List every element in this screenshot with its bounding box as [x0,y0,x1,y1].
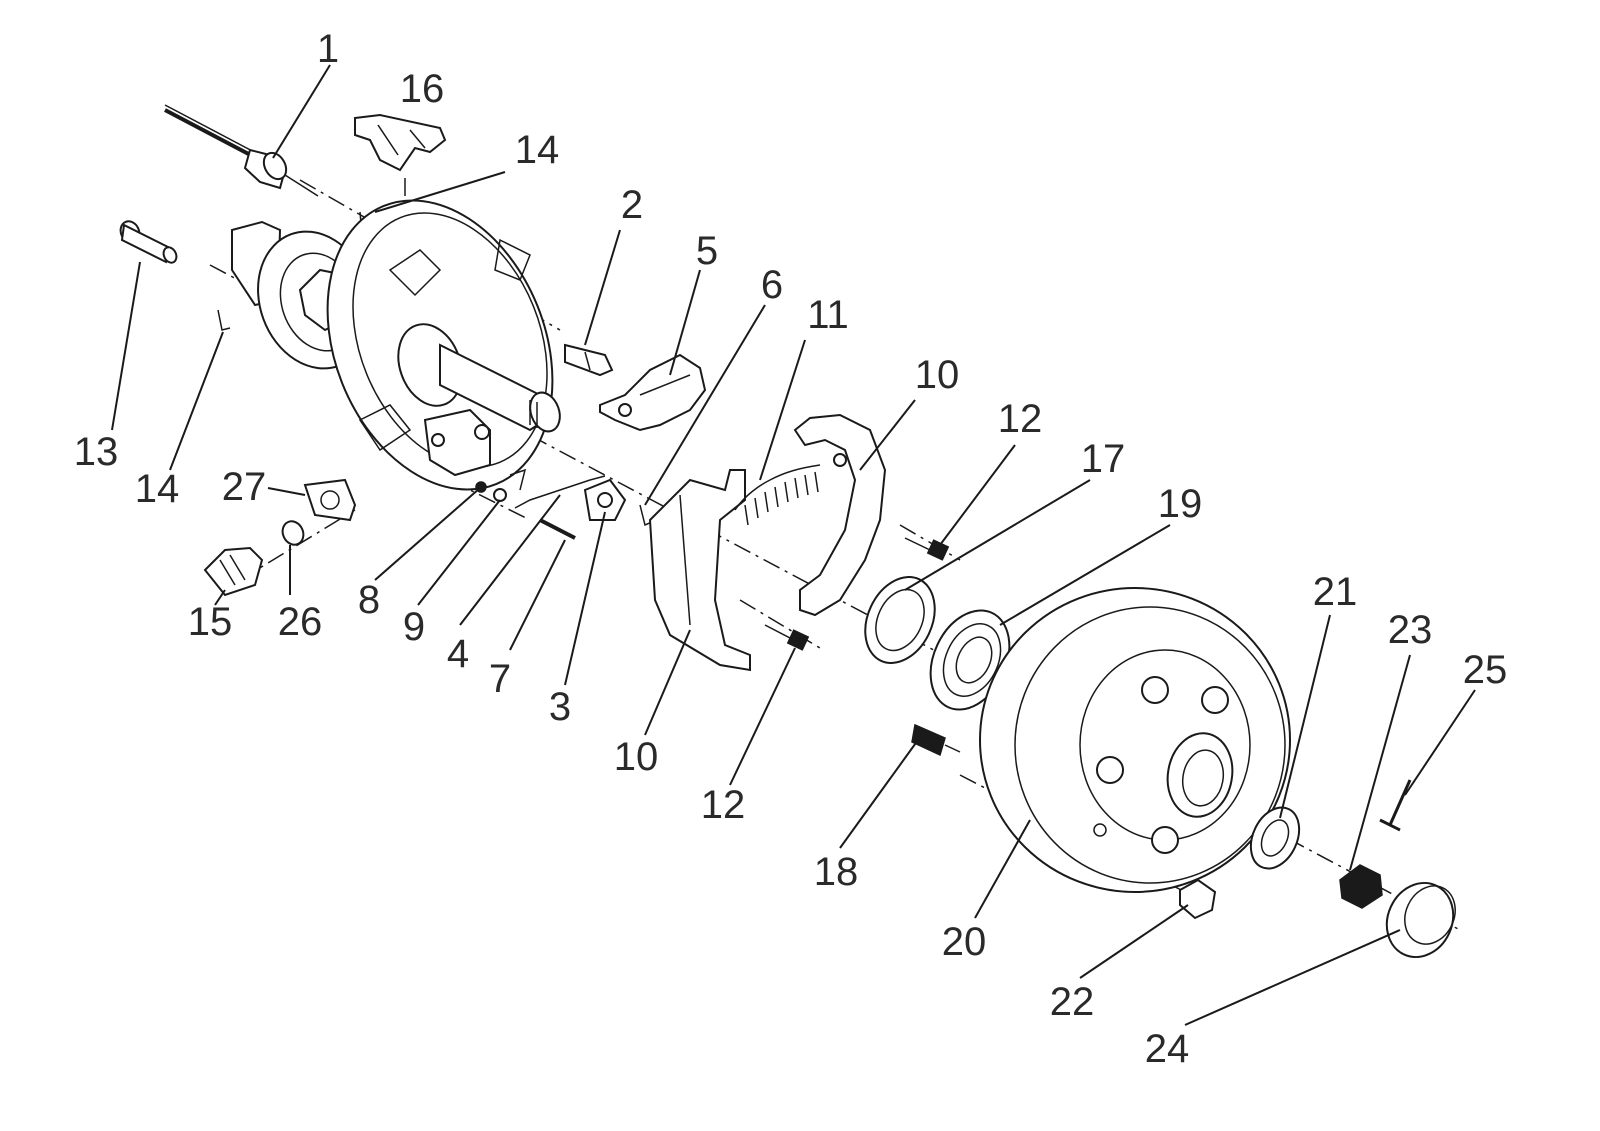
brake-drum-hub [979,587,1291,893]
callout-10: 10 [915,353,960,397]
adjuster-nut-upper [904,537,950,561]
adjust-screw [539,518,576,540]
callout-5: 5 [696,229,718,273]
callout-27: 27 [222,465,267,509]
callout-20: 20 [942,920,987,964]
mounting-bracket [303,478,357,522]
cotter-pin-left [217,309,231,331]
callout-1: 1 [317,27,339,71]
pivot-pin [119,220,178,264]
dust-cap [1385,882,1456,958]
callout-12: 12 [701,783,746,827]
callout-13: 13 [74,430,119,474]
callout-16: 16 [400,67,445,111]
outer-bearing [1249,806,1301,870]
callout-15: 15 [188,600,233,644]
wheel-stud [911,723,961,757]
callout-26: 26 [278,600,323,644]
bushing [281,520,305,546]
callout-19: 19 [1158,482,1203,526]
brake-cable [164,104,319,197]
callout-2: 2 [621,183,643,227]
brake-lever [599,353,707,432]
callout-17: 17 [1081,437,1126,481]
callout-6: 6 [761,263,783,307]
actuator-block [423,408,491,477]
callout-14: 14 [135,467,180,511]
callout-25: 25 [1463,648,1508,692]
oil-seal [864,576,936,664]
callout-12: 12 [998,397,1043,441]
callout-labels: 1 16 14 2 5 6 11 10 12 17 19 13 14 27 15… [74,27,1508,1071]
callout-11: 11 [807,293,849,337]
brake-shoe-upper [793,413,887,617]
retaining-clip [354,113,447,172]
split-pin [1379,779,1412,832]
return-spring-large [734,464,821,526]
castle-nut [1339,864,1383,909]
callout-18: 18 [814,850,859,894]
callout-21: 21 [1313,570,1358,614]
stub-axle [397,323,561,433]
return-spring-small [509,468,606,509]
brake-shoe-lower [648,469,751,672]
callout-10: 10 [614,735,659,779]
callout-23: 23 [1388,608,1433,652]
callout-14: 14 [515,128,560,172]
callout-24: 24 [1145,1027,1190,1071]
callout-8: 8 [358,578,380,622]
callout-22: 22 [1050,980,1095,1024]
washer [493,488,507,502]
callout-4: 4 [447,632,469,676]
adjuster-nut-lower [764,624,810,651]
callout-9: 9 [403,605,425,649]
callout-3: 3 [549,685,571,729]
callout-7: 7 [489,657,511,701]
cable-connector [203,546,264,597]
cam-piece [583,478,627,521]
leader-lines [111,64,1476,1026]
wheel-nut [1179,878,1217,920]
adjuster-bolt [564,343,614,377]
